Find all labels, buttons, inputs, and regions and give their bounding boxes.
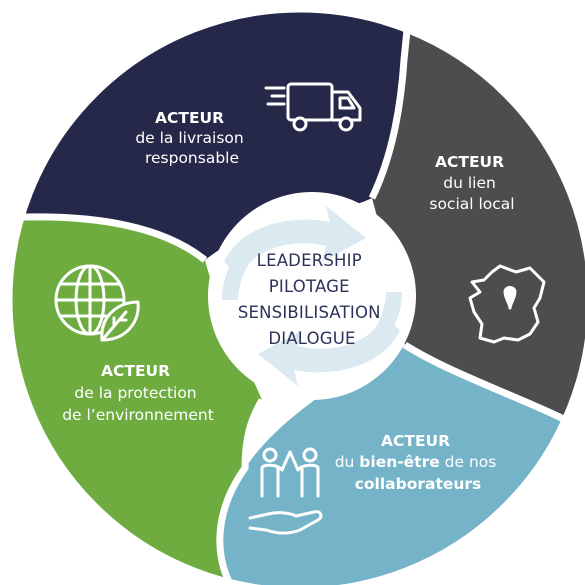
truck-icon — [264, 82, 362, 132]
cycle-arrows-icon — [222, 206, 402, 386]
label-livraison: ACTEUR de la livraison responsable — [135, 109, 248, 167]
bien-etre-line2: collaborateurs — [355, 475, 482, 493]
france-map-pin-icon — [468, 264, 546, 344]
livraison-line2: responsable — [145, 149, 239, 167]
livraison-line1: de la livraison — [135, 129, 243, 147]
center-line-3: SENSIBILISATION — [238, 303, 381, 322]
center-line-4: DIALOGUE — [268, 329, 355, 348]
label-bien-etre: ACTEUR du bien-être de nos collaborateur… — [335, 432, 502, 493]
lien-line2: social local — [429, 195, 514, 213]
people-hand-icon — [248, 447, 323, 535]
env-line2: de l’environnement — [62, 406, 214, 424]
center-text: LEADERSHIP PILOTAGE SENSIBILISATION DIAL… — [238, 251, 386, 348]
bien-etre-line1: du bien-être de nos — [335, 453, 497, 471]
globe-leaf-icon — [54, 264, 140, 342]
lien-heading: ACTEUR — [435, 153, 504, 171]
env-heading: ACTEUR — [101, 362, 170, 380]
center-line-1: LEADERSHIP — [257, 251, 362, 270]
label-environnement: ACTEUR de la protection de l’environneme… — [62, 362, 214, 424]
center-line-2: PILOTAGE — [269, 277, 350, 296]
label-lien-social: ACTEUR du lien social local — [429, 153, 514, 213]
lien-line1: du lien — [443, 174, 496, 192]
env-line1: de la protection — [74, 384, 196, 402]
livraison-heading: ACTEUR — [155, 109, 224, 127]
bien-etre-heading: ACTEUR — [381, 432, 450, 450]
